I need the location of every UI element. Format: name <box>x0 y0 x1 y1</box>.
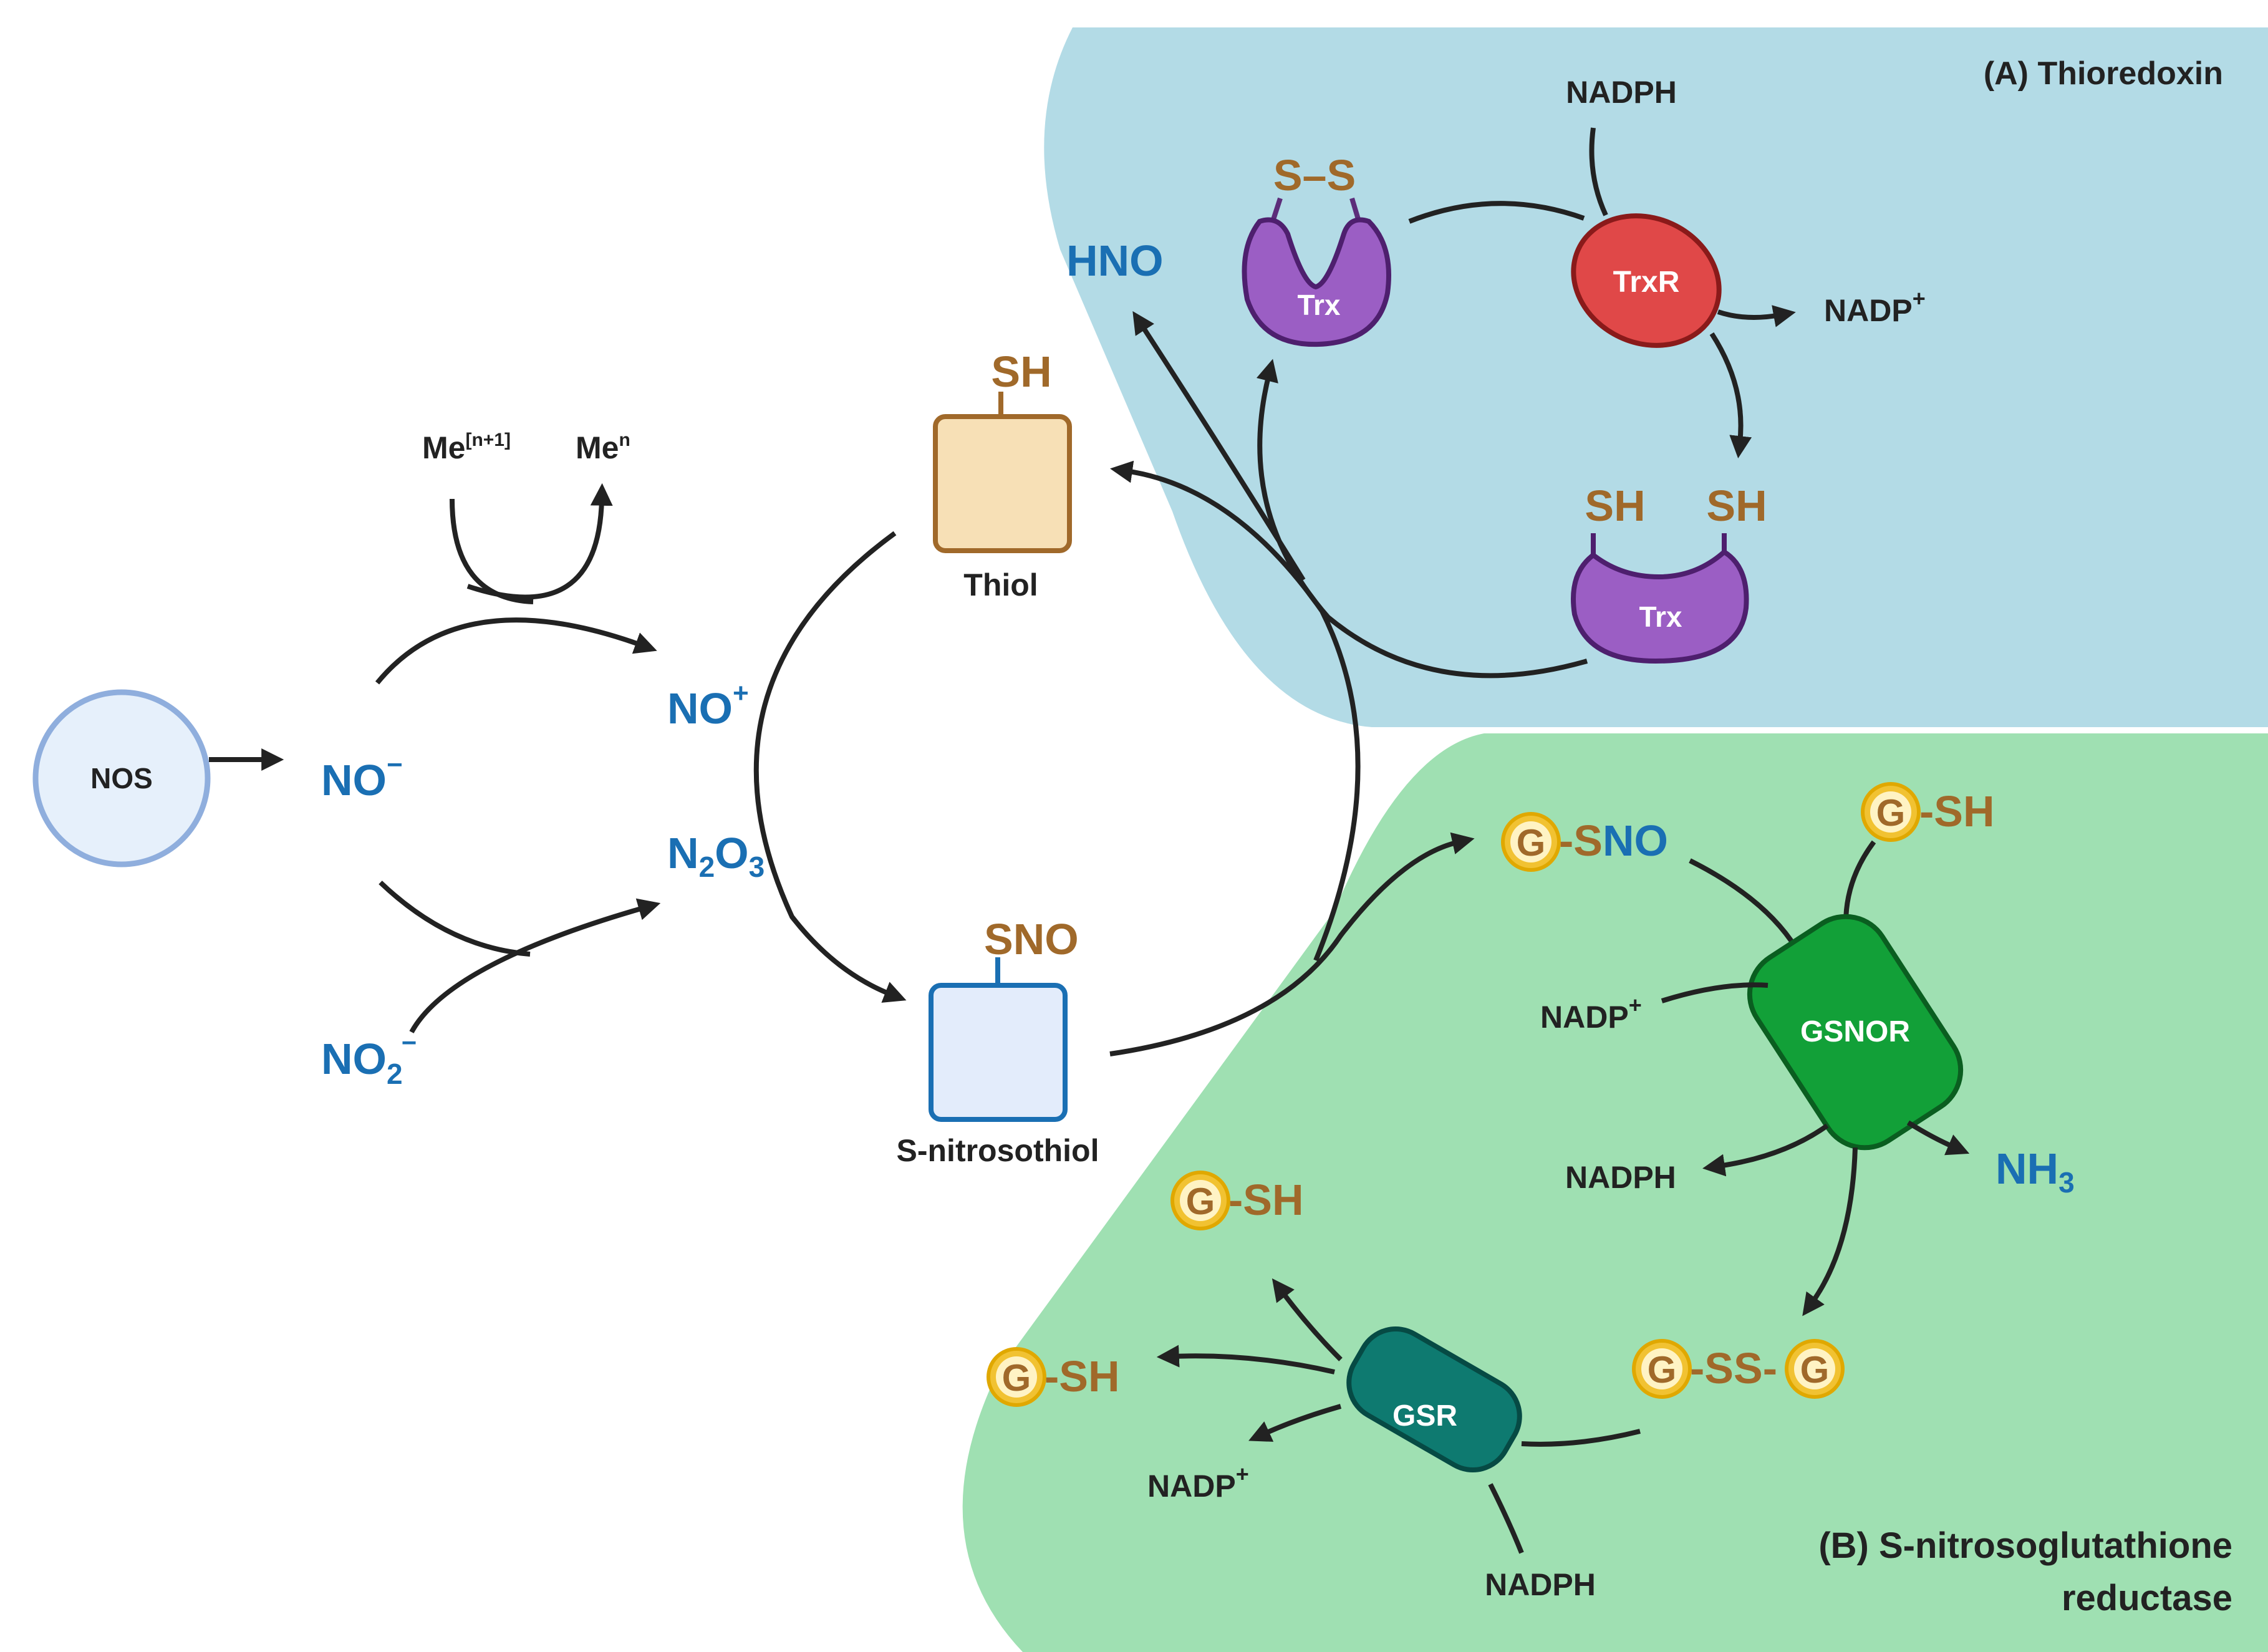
panel-b-title-line2: reductase <box>2062 1578 2232 1618</box>
nos-circle <box>32 689 211 867</box>
nh3-label: NH3 <box>1995 1144 2075 1199</box>
arrow-thiol-to-sno <box>753 531 907 1003</box>
arrow-me-in <box>450 498 534 604</box>
trxr-nadph-label: NADPH <box>1566 75 1677 110</box>
svg-text:G: G <box>1800 1349 1830 1391</box>
trx-protein-icon <box>1571 549 1749 664</box>
trxr-label: TrxR <box>1613 266 1680 299</box>
gsh-mid-node: G -SH <box>1170 1171 1304 1230</box>
trx-oxidized: S–S Trx <box>1242 151 1391 347</box>
arrow-gsr-to-gsh-left <box>1156 1345 1335 1374</box>
gsh-left-node: G -SH <box>987 1347 1120 1407</box>
gsr-nadp-label: NADP+ <box>1147 1461 1249 1504</box>
snitrosothiol-label: S-nitrosothiol <box>897 1133 1099 1168</box>
ss-label: S–S <box>1273 151 1356 200</box>
svg-text:G: G <box>1876 792 1906 834</box>
nadp-line-gsnor <box>1661 982 1769 1003</box>
enzyme-icon <box>1571 213 1722 348</box>
arrow-no-to-noplus <box>375 617 657 685</box>
arrow-trx-to-trxr <box>1408 201 1585 224</box>
gsh-left-label: -SH <box>1045 1352 1120 1401</box>
gsnor-label: GSNOR <box>1800 1015 1910 1048</box>
gssg-to-gsr-line <box>1521 1429 1641 1447</box>
arrow-gsr-to-gsh-mid <box>1272 1278 1343 1361</box>
hno-label: HNO <box>1066 236 1164 285</box>
thiol-box <box>933 414 1072 553</box>
gsno-label: -SNO <box>1559 816 1668 865</box>
gsno-to-gsnor-line <box>1689 858 1798 950</box>
gsnor-nadp-label: NADP+ <box>1540 992 1642 1035</box>
trx-red-label: Trx <box>1639 601 1682 633</box>
sno-box <box>929 983 1068 1122</box>
me-n1-label: Me[n+1] <box>422 430 511 465</box>
gsno-node: G -SNO <box>1501 812 1668 872</box>
gssg-label: -SS- <box>1690 1344 1777 1393</box>
panel-b-title-line1: (B) S-nitrosoglutathione <box>1818 1525 2232 1566</box>
arrow-me-out <box>466 483 613 600</box>
svg-text:G: G <box>1186 1181 1215 1222</box>
trx-ox-label: Trx <box>1297 289 1340 321</box>
arrow-trxr-to-nadp <box>1717 305 1796 327</box>
gsnor-enzyme: GSNOR <box>1747 914 1964 1151</box>
arrow-no2-to-n2o3 <box>409 898 661 1033</box>
no-minus-label: NO− <box>321 750 403 804</box>
no-plus-label: NO+ <box>667 678 749 733</box>
trx-red-sh2: SH <box>1706 481 1767 530</box>
svg-text:G: G <box>1648 1349 1677 1391</box>
gsnor-nadph-label: NADPH <box>1565 1160 1676 1195</box>
thiol-node: SH Thiol <box>933 347 1072 602</box>
n2o3-label: N2O3 <box>667 829 765 883</box>
arrow-loop-to-thiol <box>1110 460 1361 962</box>
gsr-nadph-label: NADPH <box>1485 1567 1596 1602</box>
arrow-gsnor-to-gssg <box>1802 1147 1858 1316</box>
gsr-label: GSR <box>1392 1399 1457 1432</box>
me-n-label: Men <box>576 430 630 465</box>
enzyme-icon <box>1346 1326 1522 1473</box>
arrow-no-to-n2o3 <box>379 881 531 957</box>
snitrosothiol-node: SNO S-nitrosothiol <box>897 915 1099 1168</box>
gsh-top-label: -SH <box>1919 787 1995 836</box>
no2-label: NO2− <box>321 1028 417 1090</box>
panel-a-background <box>1044 27 2268 727</box>
sno-s-label: SNO <box>984 915 1079 964</box>
arrow-gsr-to-nadp <box>1248 1404 1342 1442</box>
trx-reduced: SH SH Trx <box>1571 481 1767 664</box>
arrow-trxr-to-trx-reduced <box>1709 332 1752 459</box>
nadph-line-gsr <box>1488 1483 1524 1554</box>
nadph-line-a <box>1589 127 1608 216</box>
arrow-gsnor-to-nh3 <box>1906 1120 1970 1156</box>
gsh-to-gsnor-line <box>1843 840 1876 924</box>
nos-label: NOS <box>90 762 153 795</box>
thiol-sh-label: SH <box>991 347 1051 396</box>
gsr-enzyme: GSR <box>1346 1326 1522 1473</box>
thiol-label: Thiol <box>963 568 1038 602</box>
trxr-nadp-label: NADP+ <box>1824 286 1926 328</box>
arrow-gsnor-to-nadph <box>1702 1123 1829 1177</box>
arrow-trx-red-to-ox <box>1256 359 1588 679</box>
trxr-enzyme: TrxR <box>1571 213 1722 348</box>
arrow-sno-to-gsno <box>1109 832 1475 1056</box>
svg-text:G: G <box>1002 1357 1031 1399</box>
panel-a-title: (A) Thioredoxin <box>1984 56 2223 92</box>
trx-red-sh1: SH <box>1585 481 1645 530</box>
gsh-top-node: G -SH <box>1861 782 1995 842</box>
svg-text:G: G <box>1517 822 1546 864</box>
gsh-mid-label: -SH <box>1228 1176 1304 1224</box>
trx-protein-icon <box>1242 217 1391 347</box>
gssg-node: G -SS- G <box>1632 1339 1845 1399</box>
nos-node: NOS <box>32 689 211 867</box>
